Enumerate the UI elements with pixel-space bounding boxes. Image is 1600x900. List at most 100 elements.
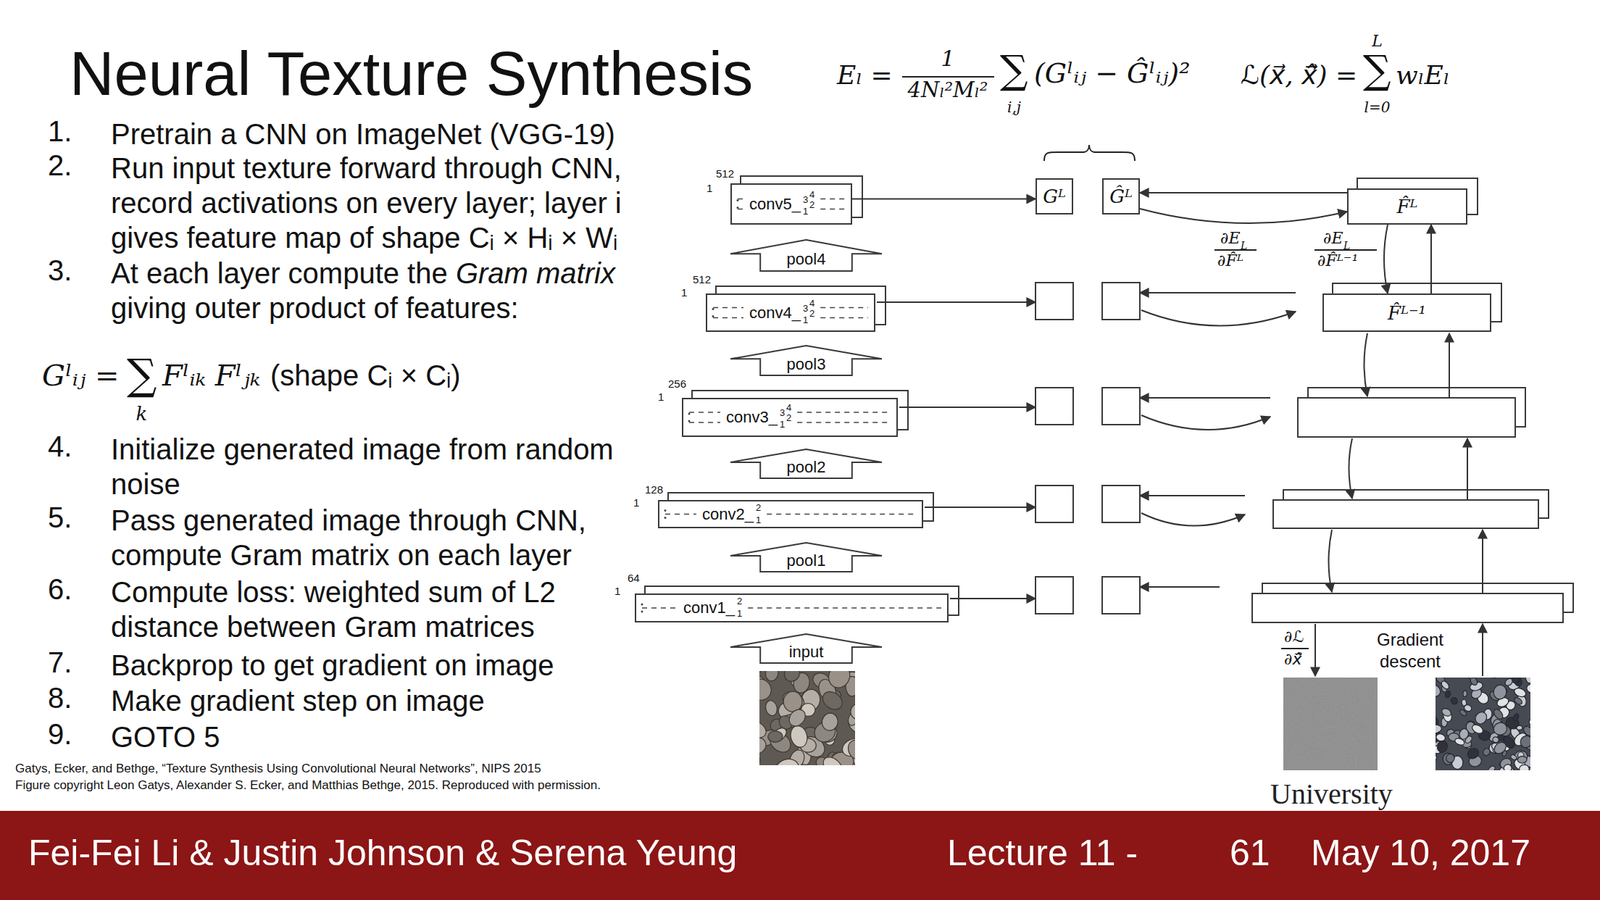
pebble — [1440, 707, 1453, 718]
formula: (Gˡᵢⱼ − Ĝˡᵢⱼ)² — [1034, 59, 1190, 87]
pebble — [1453, 736, 1466, 747]
dash-line — [820, 317, 869, 319]
formula-denominator: 4Nₗ²Mₗ² — [907, 79, 989, 101]
arrow — [950, 597, 1036, 600]
list-item: Pretrain a CNN on ImageNet (VGG-19) — [110, 116, 633, 152]
layer-box: conv4_3421 — [705, 293, 876, 332]
gradient-numerator: ∂E — [1220, 230, 1240, 247]
gram-box — [1102, 576, 1140, 614]
pebble — [1439, 679, 1450, 691]
pebble — [1516, 725, 1524, 731]
item-text: At each layer compute the — [110, 257, 448, 290]
dash-line — [797, 421, 891, 424]
pebble — [768, 731, 784, 743]
pebble — [1473, 710, 1490, 727]
feature-box — [1297, 397, 1516, 437]
pebble — [1518, 733, 1531, 750]
arrow — [1139, 494, 1245, 497]
dashes — [659, 501, 922, 527]
pebble — [1513, 696, 1524, 706]
dot — [712, 315, 715, 318]
dash-line — [820, 198, 845, 200]
list-number: 7. — [47, 647, 72, 677]
pebble — [1492, 739, 1508, 756]
gram-box — [1035, 576, 1074, 614]
layer-index: 2 — [786, 413, 792, 423]
pool-name: input — [789, 644, 824, 661]
arrow — [1139, 397, 1271, 399]
dash-line — [713, 317, 744, 319]
arrow — [1141, 513, 1245, 527]
citation: Gatys, Ecker, and Bethge, “Texture Synth… — [15, 762, 542, 775]
list-item: Make gradient step on image — [110, 683, 633, 719]
sum-symbol: ∑ — [126, 353, 157, 396]
layer-box: conv2_21 — [657, 500, 924, 529]
dot — [664, 509, 667, 512]
pebble — [788, 723, 810, 750]
pebble — [782, 691, 803, 713]
dash-line — [737, 208, 744, 211]
pool-arrow-shape: pool4 — [729, 239, 883, 272]
slide-title: Neural Texture Synthesis — [69, 42, 753, 105]
dash-line — [820, 208, 845, 211]
brace — [1044, 144, 1135, 161]
pebble — [1481, 747, 1492, 757]
fraction-bar — [1214, 249, 1257, 251]
pebble — [1435, 723, 1443, 735]
pool-arrow-shape: pool3 — [729, 344, 883, 377]
layer-index: 3 — [779, 407, 785, 418]
layer-name: conv3_ — [726, 409, 778, 426]
layer-name: conv2_ — [702, 506, 754, 523]
pebble — [819, 688, 846, 714]
pool-name: pool3 — [786, 356, 827, 373]
formula: Eₗ = — [836, 62, 893, 89]
arrow — [1481, 529, 1484, 594]
matrix-box: Ĝᴸ — [1102, 178, 1140, 215]
pool-name: pool2 — [786, 459, 827, 476]
gram-box — [1035, 282, 1074, 320]
pebble — [1527, 716, 1531, 727]
dimension: 512 — [715, 168, 735, 179]
fraction-bar — [902, 76, 995, 78]
pebble — [771, 755, 803, 766]
dash-line — [665, 513, 697, 516]
arrow — [1364, 333, 1369, 397]
pool-name: pool1 — [786, 552, 827, 569]
arrow — [1481, 623, 1484, 677]
gradient-denominator: ∂x̂⃗ — [1284, 651, 1302, 668]
pebble — [1513, 686, 1528, 698]
list-item: At each layer compute theGram matrixgivi… — [110, 255, 633, 326]
emphasis-text: Gram matrix — [455, 257, 616, 290]
dimension: 1 — [706, 182, 713, 194]
pebble — [759, 671, 764, 676]
pool-arrow-shape: input — [729, 633, 883, 664]
arrow — [876, 301, 1036, 303]
pebble — [1460, 699, 1467, 707]
dash-line — [797, 411, 891, 414]
formula: Gˡᵢⱼ = — [42, 360, 120, 390]
gradient-denominator: ∂F̂ᴸ — [1217, 252, 1244, 269]
feature-box — [1273, 500, 1539, 529]
layer-box: conv3_3421 — [681, 397, 898, 437]
pebble — [1492, 707, 1505, 721]
connector-arrow — [1139, 208, 1348, 224]
pebble — [797, 762, 813, 766]
pebble — [1435, 754, 1438, 763]
layer-index: 3 — [802, 194, 808, 205]
pebbles — [759, 671, 856, 766]
arrow-outline-shape — [730, 542, 882, 572]
formula-note: (shape Cᵢ × Cᵢ) — [270, 360, 461, 390]
dash-line — [737, 198, 744, 200]
layer-index: 2 — [809, 308, 815, 319]
arrow — [1141, 415, 1271, 430]
pebble — [1445, 753, 1456, 764]
dashes — [636, 594, 948, 622]
back-layer-boxes — [644, 176, 1574, 623]
pebble — [1492, 721, 1508, 737]
gram-box — [1102, 387, 1140, 425]
gram-box — [1035, 485, 1074, 523]
pebble — [850, 702, 856, 722]
dash-line — [747, 607, 942, 609]
list-number: 3. — [47, 255, 72, 285]
arrow-outline-shape — [730, 634, 882, 664]
